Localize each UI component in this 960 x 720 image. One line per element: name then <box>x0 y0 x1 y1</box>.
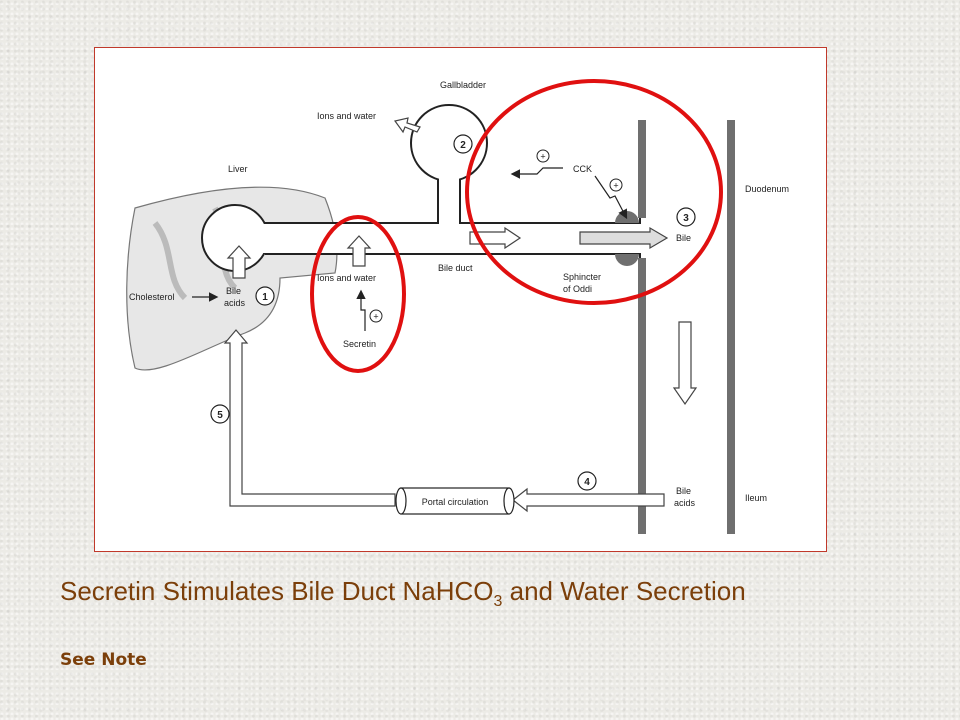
bile-acids-label-1: Bile <box>226 286 241 296</box>
cck-stimulus-arrow <box>510 167 563 179</box>
gallbladder-circle <box>410 104 488 182</box>
gallbladder-label: Gallbladder <box>440 80 486 90</box>
sphincter-label-2: of Oddi <box>563 284 592 294</box>
highlight-secretin-region <box>310 215 406 373</box>
bile-label: Bile <box>676 233 691 243</box>
bile-acids-label-2: acids <box>224 298 246 308</box>
step-5-marker: 5 <box>210 404 230 424</box>
plus-icon: + <box>609 178 623 192</box>
caption-main: Secretin Stimulates Bile Duct NaHCO <box>60 576 494 606</box>
slide-caption: Secretin Stimulates Bile Duct NaHCO3 and… <box>60 576 940 611</box>
portal-circulation-label: Portal circulation <box>422 497 489 507</box>
bile-acids-ileum-label-1: Bile <box>676 486 691 496</box>
sphincter-bottom <box>615 254 639 266</box>
cck-label: CCK <box>573 164 592 174</box>
plus-icon: + <box>369 309 383 323</box>
ileum-label: Ileum <box>745 493 767 503</box>
gallbladder-neck <box>439 170 459 184</box>
bile-acids-arrow-up <box>226 245 252 279</box>
cholesterol-label: Cholesterol <box>129 292 175 302</box>
svg-text:1: 1 <box>262 292 268 303</box>
sphincter-label-1: Sphincter <box>563 272 601 282</box>
duodenum-wall-left-lower <box>638 258 646 534</box>
intestinal-flow-arrow <box>672 321 698 406</box>
step-2-marker: 2 <box>453 134 473 154</box>
step-3-marker: 3 <box>676 207 696 227</box>
ions-water-arrow-up <box>346 235 372 267</box>
duodenum-wall-right <box>727 120 735 534</box>
enterohepatic-return-path <box>512 487 665 513</box>
caption-rest: and Water Secretion <box>502 576 746 606</box>
svg-text:+: + <box>373 312 378 322</box>
ions-water-label-top: Ions and water <box>317 111 376 121</box>
caption-subscript: 3 <box>493 593 503 611</box>
portal-circulation-vessel <box>395 487 515 515</box>
step-1-marker: 1 <box>255 286 275 306</box>
bile-flow-arrow-duodenum <box>579 226 669 250</box>
svg-text:2: 2 <box>460 140 466 151</box>
ions-water-label-mid: Ions and water <box>317 273 376 283</box>
plus-icon: + <box>536 149 550 163</box>
svg-text:3: 3 <box>683 213 689 224</box>
cck-sphincter-arrow <box>594 175 628 220</box>
duodenum-wall-left <box>638 120 646 218</box>
duodenum-label: Duodenum <box>745 184 789 194</box>
svg-text:5: 5 <box>217 410 223 421</box>
bile-duct-label: Bile duct <box>438 263 473 273</box>
highlight-cck-region <box>465 79 723 305</box>
secretin-label: Secretin <box>343 339 376 349</box>
gallbladder-out-arrow <box>393 117 421 134</box>
secretin-stimulus-arrow <box>356 289 366 331</box>
see-note-label: See Note <box>60 650 147 670</box>
bile-secretion-diagram: + + + 1 2 3 4 5 Gallbladder Ions and wat… <box>94 47 827 552</box>
sphincter-top <box>615 211 639 223</box>
svg-text:4: 4 <box>584 477 590 488</box>
bile-acids-ileum-label-2: acids <box>674 498 696 508</box>
step-4-marker: 4 <box>577 471 597 491</box>
portal-to-liver-path <box>223 329 396 507</box>
svg-text:+: + <box>613 181 618 191</box>
liver-label: Liver <box>228 164 248 174</box>
svg-text:+: + <box>540 152 545 162</box>
